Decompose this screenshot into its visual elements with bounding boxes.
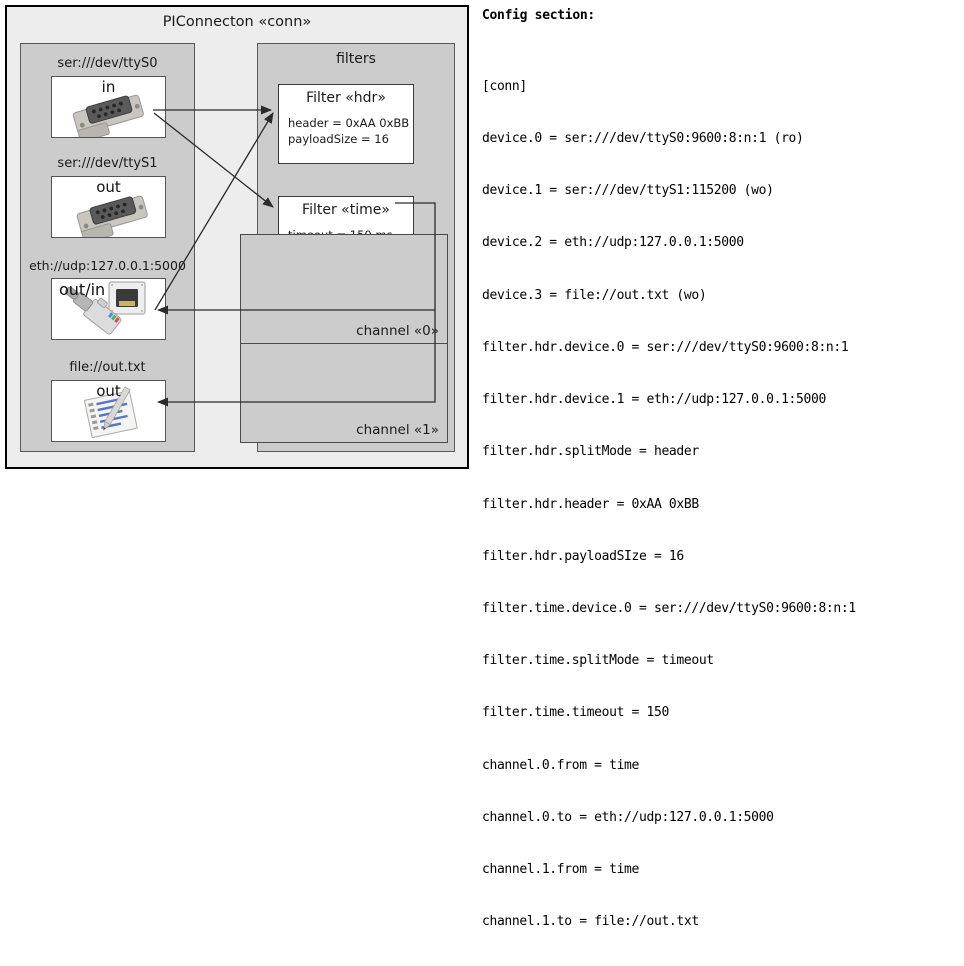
filters-panel: filters Filter «hdr» header = 0xAA 0xBB … bbox=[240, 43, 455, 452]
device-box-1[interactable]: out bbox=[51, 176, 166, 238]
config-line: channel.0.to = eth://udp:127.0.0.1:5000 bbox=[482, 809, 774, 825]
config-section: Config section: [conn] device.0 = ser://… bbox=[482, 8, 960, 966]
config-line: filter.time.splitMode = timeout bbox=[482, 653, 714, 669]
filter-title-time: Filter «time» bbox=[302, 202, 390, 218]
device-box-3[interactable]: out bbox=[51, 380, 166, 442]
connector-diagram: PIConnecton «conn» ser:///dev/ttyS0 in bbox=[5, 5, 469, 469]
config-line: channel.1.to = file://out.txt bbox=[482, 914, 699, 930]
filter-prop: payloadSize = 16 bbox=[288, 132, 389, 146]
config-line: device.0 = ser:///dev/ttyS0:9600:8:n:1 (… bbox=[482, 131, 804, 147]
serial-port-icon bbox=[72, 94, 144, 137]
config-line: channel.1.from = time bbox=[482, 862, 640, 878]
config-line: filter.hdr.device.0 = ser:///dev/ttyS0:9… bbox=[482, 339, 849, 355]
devices-panel: ser:///dev/ttyS0 in bbox=[20, 43, 195, 452]
filter-prop: header = 0xAA 0xBB bbox=[288, 116, 410, 130]
channel-box-1[interactable]: channel «1» bbox=[240, 343, 448, 443]
channel-label-1: channel «1» bbox=[356, 422, 439, 438]
filter-title-hdr: Filter «hdr» bbox=[306, 90, 386, 106]
filter-props-hdr: header = 0xAA 0xBB payloadSize = 16 bbox=[288, 115, 409, 147]
config-line: channel.0.from = time bbox=[482, 757, 640, 773]
config-line: filter.hdr.splitMode = header bbox=[482, 444, 699, 460]
device-direction-1: out bbox=[96, 178, 121, 196]
device-label-2: eth://udp:127.0.0.1:5000 bbox=[29, 258, 186, 273]
ethernet-plug-icon bbox=[65, 281, 146, 335]
device-label-0: ser:///dev/ttyS0 bbox=[57, 56, 158, 71]
diagram-title: PIConnecton «conn» bbox=[162, 14, 312, 30]
device-label-3: file://out.txt bbox=[69, 360, 146, 375]
config-heading: Config section: bbox=[482, 8, 595, 23]
device-direction-0: in bbox=[101, 78, 116, 96]
config-line: device.3 = file://out.txt (wo) bbox=[482, 287, 707, 303]
config-line: device.1 = ser:///dev/ttyS1:115200 (wo) bbox=[482, 183, 774, 199]
text-file-pencil-icon bbox=[83, 386, 138, 439]
device-label-1: ser:///dev/ttyS1 bbox=[57, 156, 158, 171]
config-line: filter.time.timeout = 150 bbox=[482, 705, 669, 721]
channel-label-0: channel «0» bbox=[356, 323, 439, 339]
config-line: device.2 = eth://udp:127.0.0.1:5000 bbox=[482, 235, 744, 251]
serial-port-icon bbox=[76, 195, 148, 237]
config-line: [conn] bbox=[482, 78, 527, 94]
config-lines: [conn] device.0 = ser:///dev/ttyS0:9600:… bbox=[482, 43, 960, 966]
device-direction-3: out bbox=[96, 382, 121, 400]
filter-box-hdr[interactable]: Filter «hdr» header = 0xAA 0xBB payloadS… bbox=[278, 84, 414, 164]
device-direction-2: out/in bbox=[59, 280, 106, 299]
config-line: filter.hdr.header = 0xAA 0xBB bbox=[482, 496, 699, 512]
channel-box-0[interactable]: channel «0» bbox=[240, 234, 448, 344]
config-line: filter.hdr.payloadSIze = 16 bbox=[482, 548, 684, 564]
config-line: filter.time.device.0 = ser:///dev/ttyS0:… bbox=[482, 601, 856, 616]
device-box-2[interactable]: out/in bbox=[51, 278, 166, 340]
device-box-0[interactable]: in bbox=[51, 76, 166, 138]
filters-panel-title: filters bbox=[336, 51, 376, 67]
config-line: filter.hdr.device.1 = eth://udp:127.0.0.… bbox=[482, 392, 826, 408]
